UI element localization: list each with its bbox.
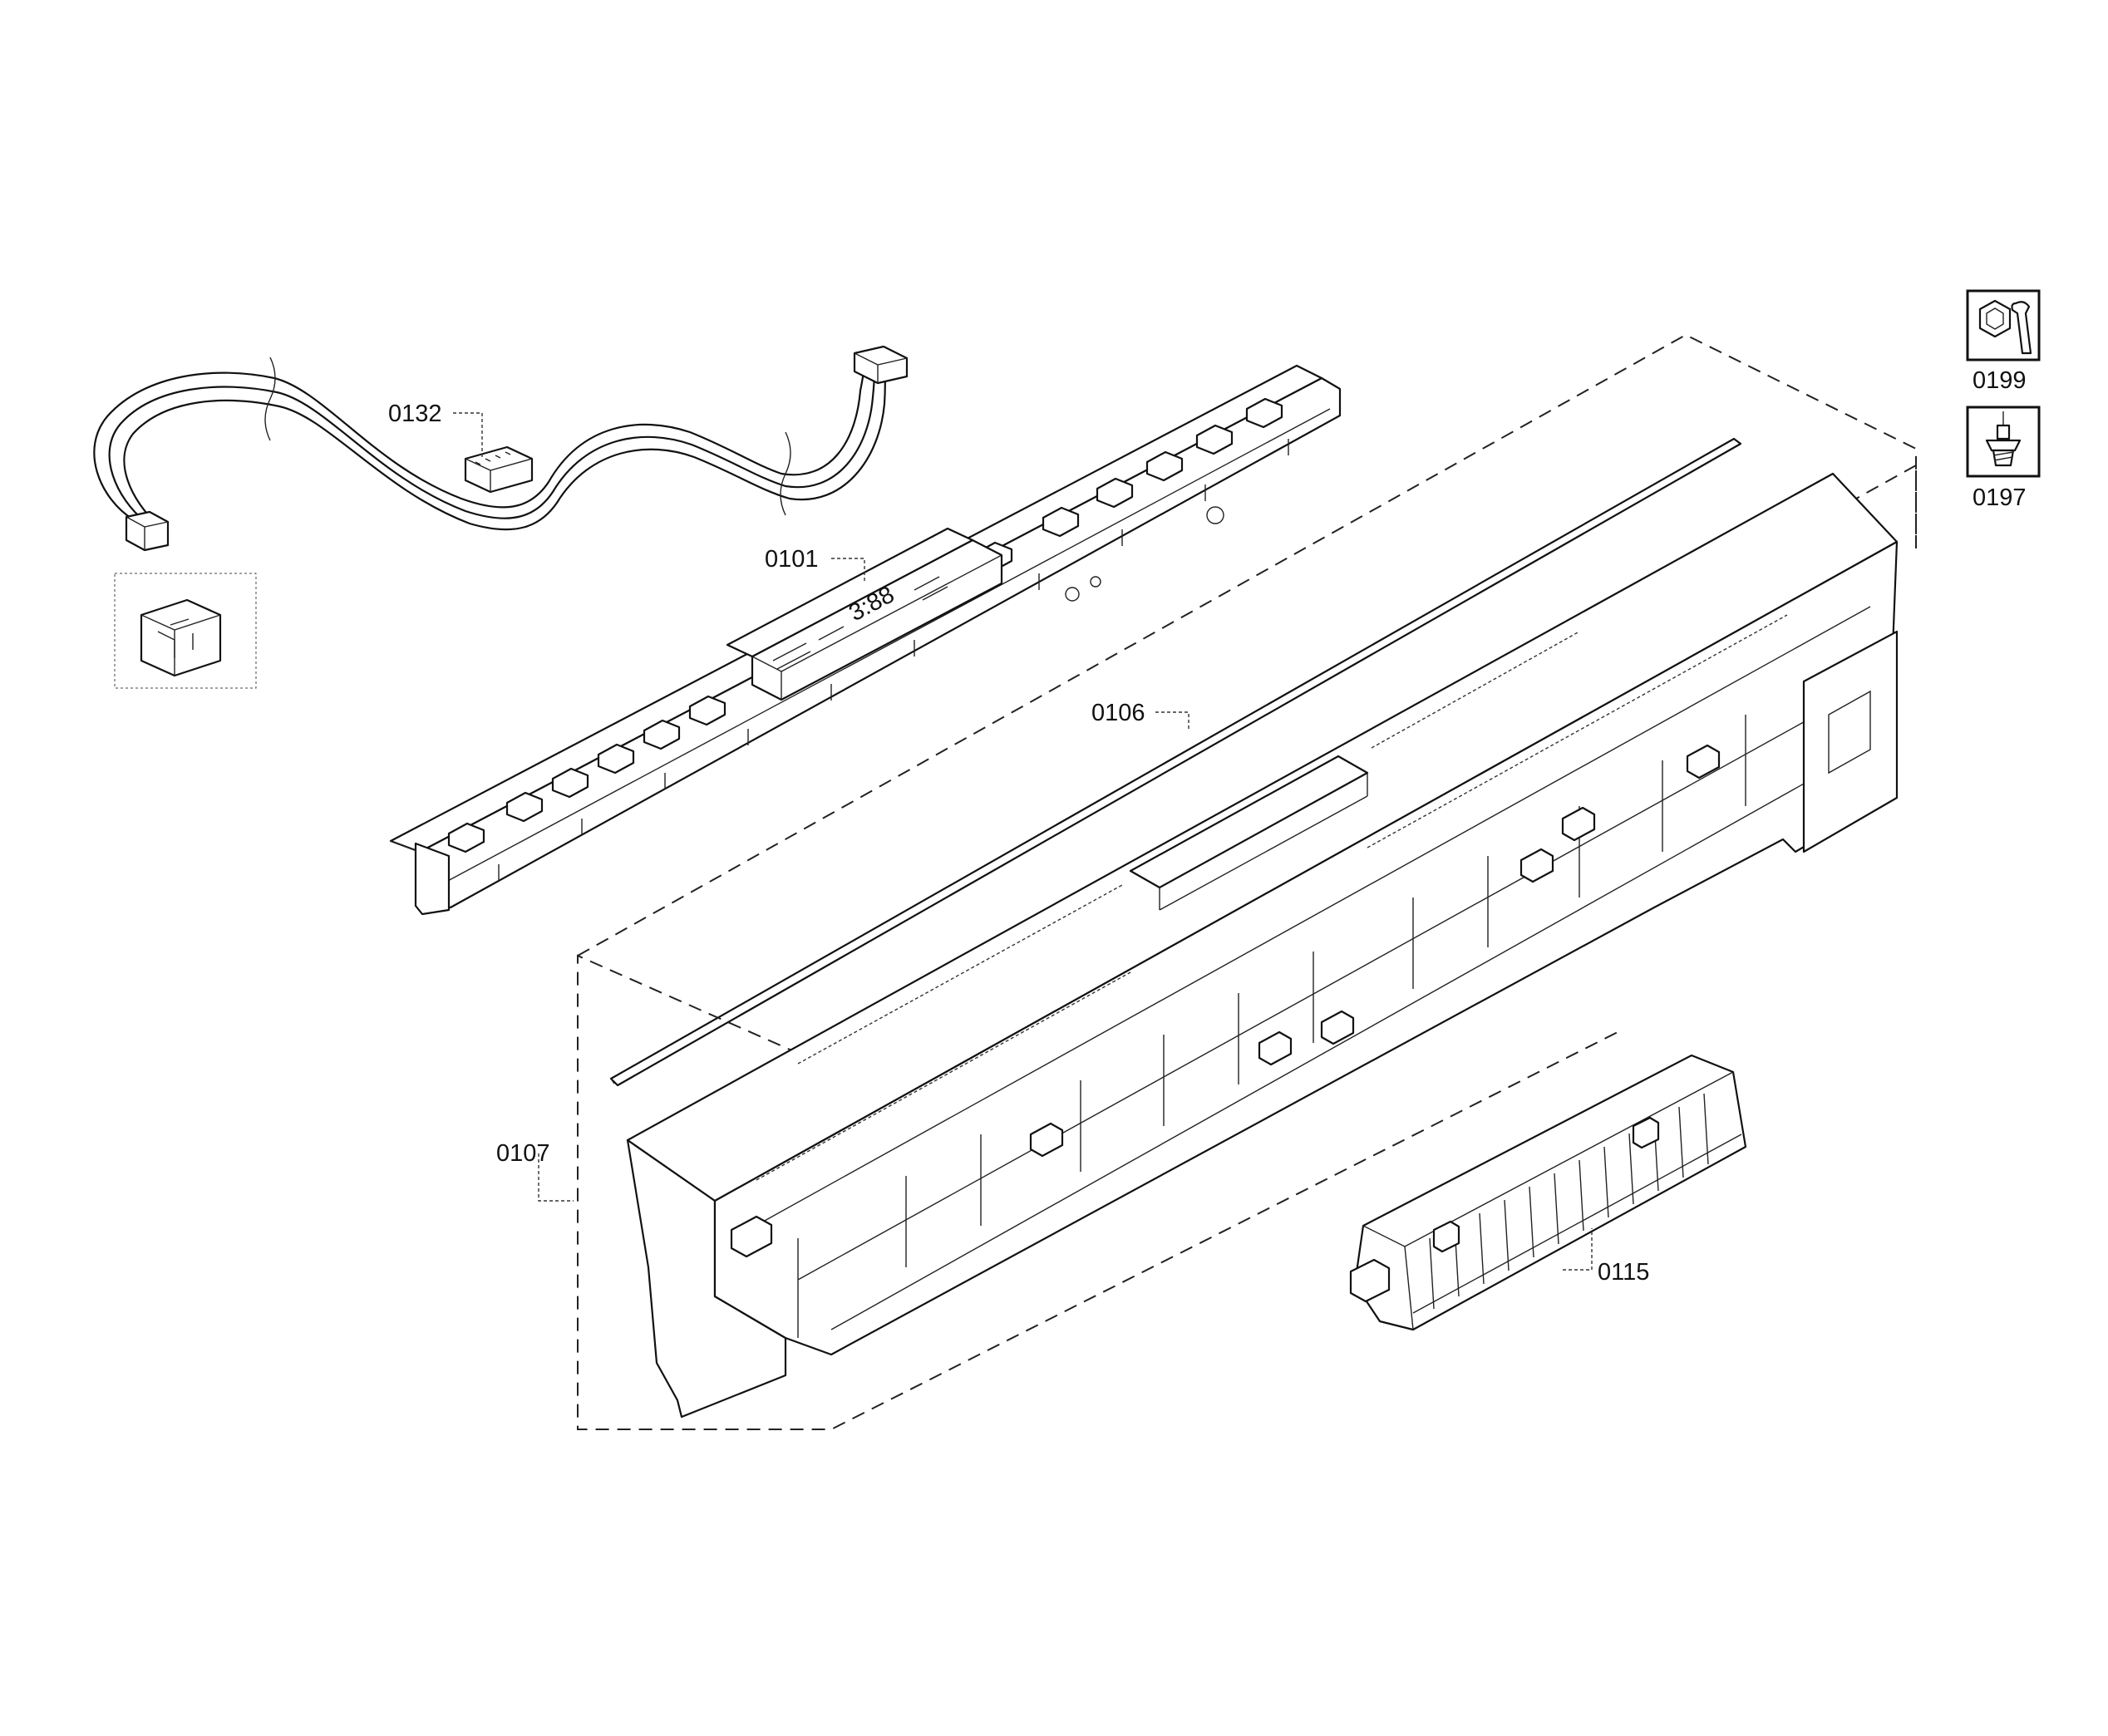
legend-label-0197: 0197 bbox=[1973, 484, 2027, 511]
connector-inset bbox=[114, 573, 257, 689]
wire-harness[interactable] bbox=[93, 345, 909, 552]
legend: 0199 0197 bbox=[1966, 289, 2041, 511]
callout-0132: 0132 bbox=[388, 401, 442, 427]
legend-item-0199: 0199 bbox=[1966, 289, 2041, 394]
control-module[interactable]: 3:88 bbox=[389, 364, 1342, 916]
legend-label-0199: 0199 bbox=[1973, 367, 2027, 394]
hex-bolt-wrench-icon bbox=[1978, 299, 2032, 355]
callout-0106: 0106 bbox=[1091, 700, 1145, 726]
module-buttons bbox=[447, 397, 1283, 853]
seal-strip[interactable] bbox=[609, 437, 1742, 1087]
callout-labels: 0132 0101 0106 0107 0115 bbox=[388, 401, 1649, 1286]
leader-lines bbox=[453, 412, 1593, 1271]
legend-item-0197: 0197 bbox=[1966, 406, 2041, 511]
callout-0101: 0101 bbox=[765, 546, 819, 573]
callout-0107: 0107 bbox=[496, 1140, 550, 1167]
callout-0115: 0115 bbox=[1598, 1259, 1649, 1286]
assembly-boundary bbox=[577, 333, 1917, 1430]
screw-icon bbox=[1985, 411, 2022, 467]
control-panel-fascia[interactable] bbox=[626, 472, 1899, 1419]
handle[interactable] bbox=[1349, 1054, 1747, 1331]
